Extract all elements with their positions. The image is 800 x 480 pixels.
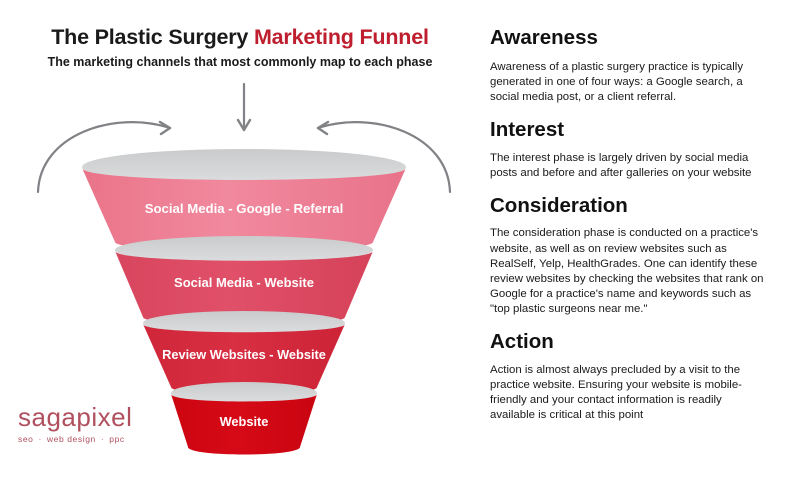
funnel-segment-2-label: Social Media - Website: [174, 275, 314, 290]
logo-tagline-seo: seo: [18, 434, 34, 444]
phase-action-body: Action is almost always precluded by a v…: [490, 363, 742, 422]
phase-descriptions-panel: Awareness Awareness of a plastic surgery…: [490, 0, 790, 480]
straight-arrow-down-icon: [236, 82, 252, 132]
phase-consideration-body: The consideration phase is conducted on …: [490, 227, 764, 316]
logo-tagline-separator-2: ·: [97, 434, 108, 444]
funnel-segment-4-body: [171, 394, 317, 455]
phase-awareness-body: Awareness of a plastic surgery practice …: [490, 60, 744, 103]
phase-action-heading: Action: [490, 330, 554, 354]
title-block: The Plastic Surgery Marketing Funnel The…: [0, 25, 480, 69]
funnel-segment-3[interactable]: Review Websites - Website: [143, 311, 345, 395]
page-title-accent: Marketing Funnel: [253, 25, 429, 49]
phase-interest-heading: Interest: [490, 118, 565, 142]
page-subtitle: The marketing channels that most commonl…: [47, 54, 433, 69]
phase-interest-body: The interest phase is largely driven by …: [490, 151, 752, 179]
phase-consideration: Consideration The consideration phase is…: [490, 194, 790, 318]
funnel-segment-4-rim: [171, 382, 317, 404]
logo-tagline-webdesign: web design: [46, 434, 96, 444]
funnel-segment-1-body: [82, 168, 406, 251]
funnel-segment-1-label: Social Media - Google - Referral: [145, 201, 344, 216]
page-title: The Plastic Surgery Marketing Funnel: [0, 25, 480, 50]
funnel-segment-4-label: Website: [220, 414, 269, 429]
funnel-segment-3-body: [143, 324, 345, 395]
funnel-segment-4[interactable]: Website: [171, 382, 317, 455]
logo-tagline-separator-1: ·: [35, 434, 45, 444]
phase-consideration-heading: Consideration: [490, 193, 628, 217]
funnel-segment-1[interactable]: Social Media - Google - Referral: [82, 149, 406, 251]
page-title-plain: The Plastic Surgery: [51, 25, 254, 49]
logo-tagline: seo · web design · ppc: [18, 434, 168, 444]
funnel-diagram: Social Media - Google - Referral Social …: [36, 82, 452, 455]
curved-arrow-right-icon: [316, 120, 452, 194]
curved-arrow-left-icon: [36, 120, 172, 194]
funnel-segment-3-rim: [143, 311, 345, 335]
funnel-segment-3-label: Review Websites - Website: [162, 347, 326, 362]
funnel-segment-2-rim: [115, 236, 373, 264]
logo-tagline-ppc: ppc: [109, 434, 125, 444]
funnel-segment-1-rim: [82, 149, 406, 185]
funnel-segment-2-body: [115, 251, 373, 326]
funnel-segment-2[interactable]: Social Media - Website: [115, 236, 373, 326]
funnel-panel: The Plastic Surgery Marketing Funnel The…: [0, 25, 480, 455]
phase-interest: Interest The interest phase is largely d…: [490, 118, 790, 181]
logo-wordmark: sagapixel: [18, 402, 133, 432]
phase-awareness: Awareness Awareness of a plastic surgery…: [490, 26, 790, 105]
phase-awareness-heading: Awareness: [490, 26, 598, 49]
funnel-inflow-arrows: [36, 82, 452, 194]
phase-action: Action Action is almost always precluded…: [490, 330, 790, 423]
sagapixel-logo[interactable]: sagapixel seo · web design · ppc: [18, 404, 168, 444]
